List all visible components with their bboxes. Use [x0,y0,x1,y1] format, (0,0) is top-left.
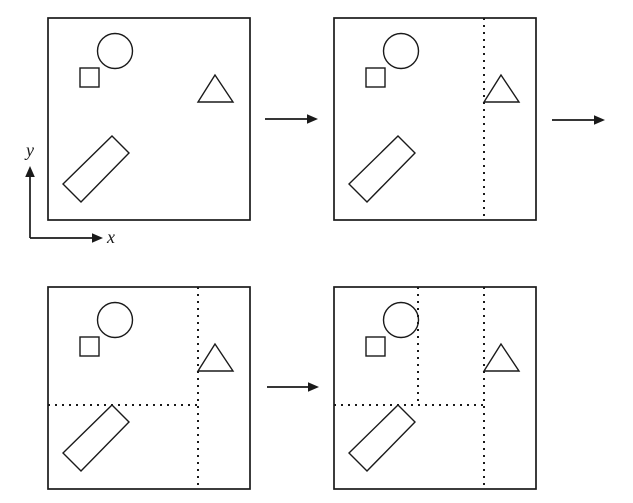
triangle-shape [196,342,235,372]
step-arrow-3-head [308,382,319,392]
triangle-shape [482,73,521,103]
panel-1-boundary [47,17,251,221]
step-arrow-1 [265,114,318,124]
rotated-rectangle-shape [348,404,416,472]
square-shape [365,336,386,357]
triangle-shape [196,73,235,103]
circle-shape [96,301,134,339]
step-arrow-1-head [307,114,318,124]
rotated-rectangle-shape [348,135,416,203]
y-axis-arrow [25,166,35,238]
panel-2-boundary [333,17,537,221]
x-axis-arrow-head [92,233,103,243]
square-shape [79,67,100,88]
panel-3 [47,286,251,490]
coordinate-axes: xy [24,140,115,247]
step-arrow-3 [267,382,319,392]
square-shape [365,67,386,88]
y-axis-arrow-head [25,166,35,177]
y-axis-label: y [24,140,34,160]
square-shape [79,336,100,357]
rotated-rectangle-shape [62,135,130,203]
step-arrow-2-head [594,115,605,125]
circle-shape [382,301,420,339]
panel-4-boundary [333,286,537,490]
panel-3-boundary [47,286,251,490]
circle-shape [96,32,134,70]
rotated-rectangle-shape [62,404,130,472]
triangle-shape [482,342,521,372]
x-axis-arrow [30,233,103,243]
x-axis-label: x [106,227,115,247]
panel-4 [333,286,537,490]
panel-2 [333,17,537,221]
circle-shape [382,32,420,70]
step-arrow-2 [552,115,605,125]
panel-1 [47,17,251,221]
